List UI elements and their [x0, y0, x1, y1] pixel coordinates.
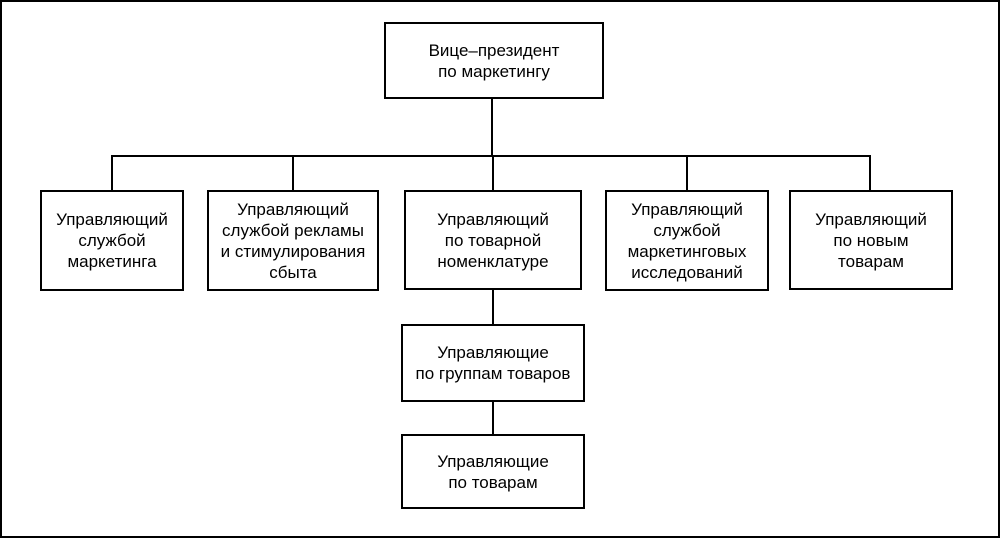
org-node-vp-marketing: Вице–президент по маркетингу [384, 22, 604, 99]
org-node-label: Управляющие по товарам [437, 451, 549, 492]
connector-level2-horizontal [111, 155, 871, 157]
org-node-label: Управляющий по новым товарам [815, 209, 927, 271]
org-node-label: Управляющие по группам товаров [415, 343, 571, 383]
org-node-label: Вице–президент по маркетингу [428, 40, 560, 81]
connector-drop-new-products [869, 155, 871, 190]
connector-drop-marketing-research [686, 155, 688, 190]
org-node-label: Управляющий по товарной номенклатуре [437, 209, 549, 271]
org-node-new-products: Управляющий по новым товарам [789, 190, 953, 290]
org-node-products: Управляющие по товарам [401, 434, 585, 509]
org-node-product-nomenclature: Управляющий по товарной номенклатуре [404, 190, 582, 290]
connector-drop-marketing-service [111, 155, 113, 190]
org-node-marketing-service: Управляющий службой маркетинга [40, 190, 184, 291]
org-node-product-groups: Управляющие по группам товаров [401, 324, 585, 402]
connector-groups-to-products [492, 401, 494, 434]
connector-root-vertical [491, 99, 493, 156]
org-node-advertising-sales: Управляющий службой рекламы и стимулиров… [207, 190, 379, 291]
org-node-label: Управляющий службой маркетинговых исслед… [627, 199, 747, 282]
connector-drop-advertising-sales [292, 155, 294, 190]
org-node-label: Управляющий службой рекламы и стимулиров… [220, 199, 366, 282]
org-node-marketing-research: Управляющий службой маркетинговых исслед… [605, 190, 769, 291]
connector-nomenclature-to-groups [492, 290, 494, 324]
org-node-label: Управляющий службой маркетинга [56, 210, 168, 271]
connector-drop-product-nomenclature [492, 155, 494, 190]
